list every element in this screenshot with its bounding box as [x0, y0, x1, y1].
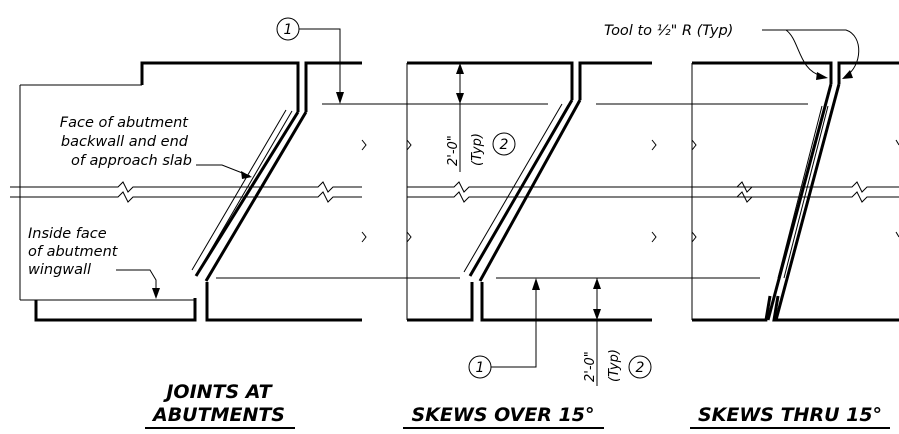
- slab2-top-right: [578, 61, 652, 100]
- break3-bottom: [692, 191, 899, 203]
- vbreak3-1: [691, 139, 697, 151]
- vbreak2-3: [651, 139, 657, 151]
- panel-skews-over: 2'-0" (Typ) 2 2'-0" (Typ) 2 1 SKEWS OVER…: [403, 61, 808, 429]
- dim-top-value: 2'-0": [446, 135, 461, 166]
- break3-top: [692, 181, 899, 193]
- note-face-line2: backwall and end: [61, 134, 189, 150]
- leader-face-backwall: [196, 164, 251, 177]
- slab2-bottom-left: [407, 282, 474, 322]
- note-face-line3: of approach slab: [71, 153, 192, 169]
- break2-bottom: [407, 191, 753, 203]
- arrowhead-face: [241, 171, 252, 179]
- vbreak2-2: [406, 231, 412, 243]
- break2-top: [407, 181, 753, 193]
- arrowhead-wingwall: [152, 288, 160, 299]
- vbreak-2: [361, 231, 367, 243]
- wingwall-bottom-edge: [34, 298, 197, 322]
- leader-inside-wingwall: [116, 269, 157, 296]
- title-abutments-line1: JOINTS AT: [162, 381, 273, 403]
- joint-face-b: [197, 110, 293, 273]
- dim-bottom-arrow-b: [593, 309, 601, 320]
- slab3-top-left: [692, 61, 833, 84]
- slab3-top-right: [837, 61, 899, 84]
- dim-bottom-typ: (Typ): [607, 349, 622, 382]
- title-abutments-line2: ABUTMENTS: [151, 404, 285, 426]
- dim-bottom-arrow-a: [593, 278, 601, 289]
- note-wingwall-line1: Inside face: [28, 226, 107, 242]
- balloon-2-bottom-text: 2: [636, 360, 645, 376]
- leader-tool-right: [786, 29, 860, 77]
- arrowhead-tool-right: [842, 70, 853, 79]
- slab3-bottom-right: [772, 295, 899, 322]
- joint-face-a: [191, 109, 287, 271]
- break-line-bottom: [10, 191, 362, 203]
- slab-bottom-edge: [205, 282, 362, 322]
- slab2-top-left: [407, 61, 574, 100]
- leader-balloon-1-top: [299, 28, 341, 96]
- vbreak2-1: [406, 139, 412, 151]
- balloon-2-bottom: [628, 355, 652, 379]
- slab3-bottom-left: [692, 295, 772, 322]
- balloon-2-top: [492, 132, 516, 156]
- dim-top-arrow-b: [456, 93, 464, 104]
- panel-abutments: Face of abutment backwall and end of app…: [10, 17, 548, 429]
- note-wingwall-line2: of abutment: [28, 244, 119, 260]
- leader-balloon-1-bottom: [491, 288, 537, 368]
- balloon-1-bottom-text: 1: [476, 360, 485, 376]
- balloon-1-top-text: 1: [284, 22, 293, 38]
- arrowhead-tool-left: [816, 72, 828, 80]
- joint-line-left: [194, 111, 300, 277]
- joint3-face-a: [777, 105, 823, 279]
- arrowhead-balloon-1-bottom: [532, 278, 540, 290]
- abutment-outline: [19, 84, 195, 301]
- panel-skews-thru: Tool to ½" R (Typ) SKEWS THRU 15°: [604, 23, 899, 429]
- dim-top-arrow-a: [456, 63, 464, 74]
- balloon-2-top-text: 2: [500, 137, 509, 153]
- title-skews-thru: SKEWS THRU 15°: [698, 404, 882, 426]
- joint2-face-a: [463, 103, 563, 273]
- arrowhead-balloon-1-top: [336, 92, 344, 104]
- break-line-top: [10, 181, 362, 193]
- joint3-face-b: [783, 105, 829, 279]
- dim-top-typ: (Typ): [470, 133, 485, 166]
- leader-tool-left: [762, 29, 823, 77]
- note-wingwall-line3: wingwall: [28, 262, 91, 278]
- slab2-bottom-right: [480, 282, 652, 322]
- vbreak-1: [361, 139, 367, 151]
- joint3-left: [766, 83, 833, 321]
- dim-bottom-value: 2'-0": [583, 351, 598, 382]
- note-face-line1: Face of abutment: [60, 115, 190, 131]
- joint2-face-b: [470, 104, 569, 275]
- joint2-right: [478, 99, 582, 282]
- vbreak2-4: [651, 231, 657, 243]
- slab-top-edge: [304, 61, 362, 112]
- title-skews-over: SKEWS OVER 15°: [412, 404, 595, 426]
- vbreak3-2: [691, 231, 697, 243]
- joint3-right: [774, 83, 841, 321]
- backwall-top-edge: [140, 61, 300, 112]
- note-tool: Tool to ½" R (Typ): [604, 23, 733, 39]
